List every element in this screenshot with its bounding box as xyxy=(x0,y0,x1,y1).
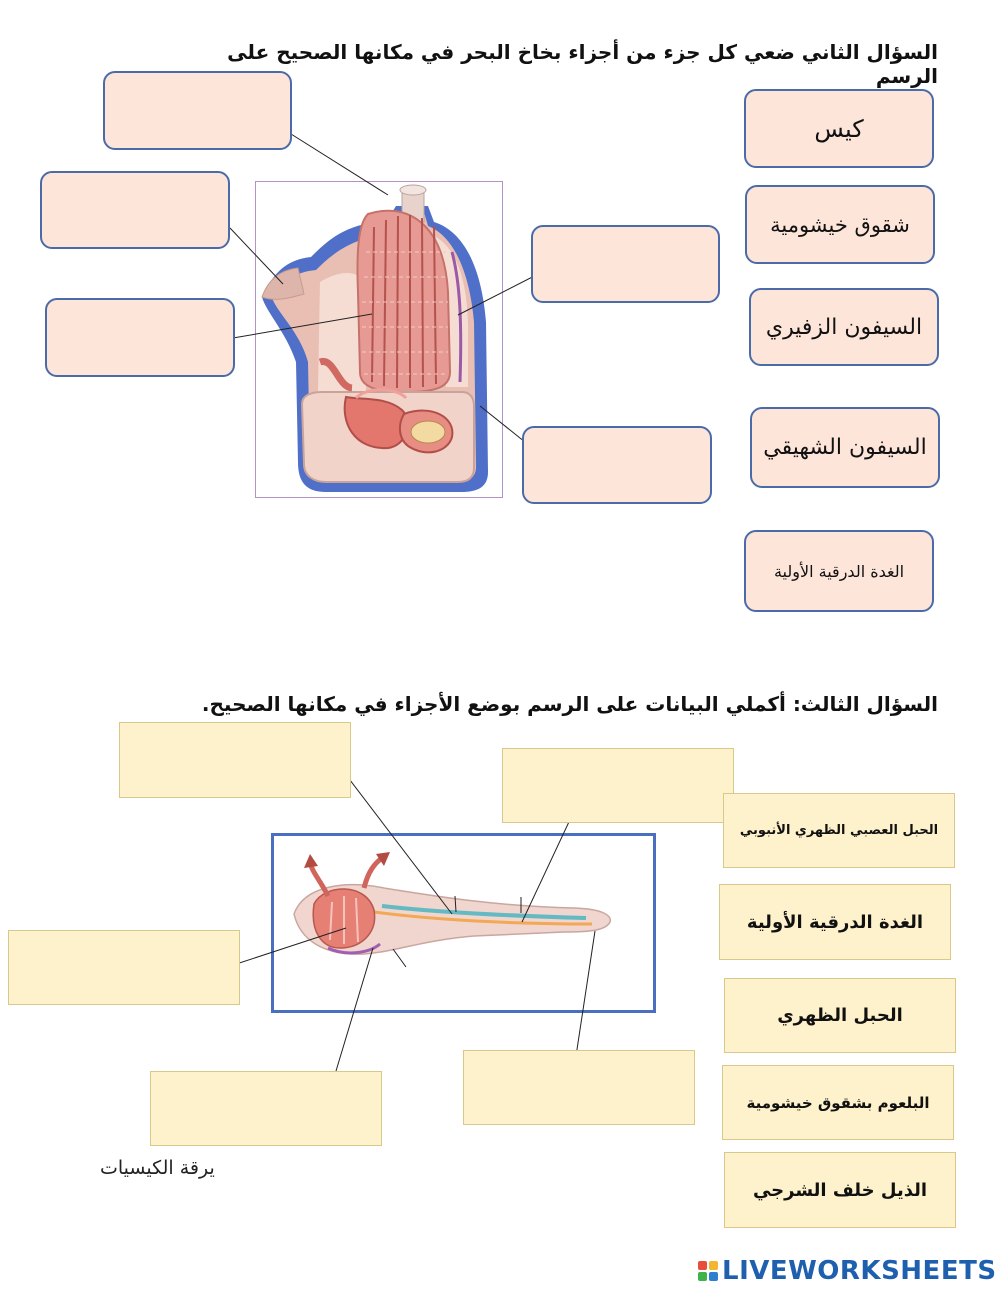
q3-drop-box-1[interactable] xyxy=(119,722,351,798)
q2-drop-box-2[interactable] xyxy=(40,171,230,249)
q3-word-post-anal-tail[interactable]: الذيل خلف الشرجي xyxy=(724,1152,956,1228)
q2-word-gill-slits[interactable]: شقوق خيشومية xyxy=(745,185,935,264)
q2-drop-box-1[interactable] xyxy=(103,71,292,150)
q2-word-incurrent-siphon[interactable]: السيفون الشهيقي xyxy=(750,407,940,488)
q3-drop-box-4[interactable] xyxy=(150,1071,382,1146)
q3-word-dorsal-nerve-cord[interactable]: الحبل العصبي الظهري الأنبوبي xyxy=(723,793,955,868)
question-2-title: السؤال الثاني ضعي كل جزء من أجزاء بخاخ ا… xyxy=(227,40,938,88)
liveworksheets-logo: LIVEWORKSHEETS xyxy=(698,1256,997,1286)
q2-word-sac[interactable]: كيس xyxy=(744,89,934,168)
q3-drop-box-5[interactable] xyxy=(463,1050,695,1125)
q3-word-endostyle[interactable]: الغدة الدرقية الأولية xyxy=(719,884,951,960)
q3-drop-box-2[interactable] xyxy=(502,748,734,823)
q2-word-excurrent-siphon[interactable]: السيفون الزفيري xyxy=(749,288,939,366)
q3-word-pharynx-gill-slits[interactable]: البلعوم بشقوق خيشومية xyxy=(722,1065,954,1140)
question-3-title: السؤال الثالث: أكملي البيانات على الرسم … xyxy=(201,692,938,716)
tunicate-larva-diagram xyxy=(271,833,656,1013)
larva-caption: يرقة الكيسيات xyxy=(100,1157,215,1179)
brand-name: LIVEWORKSHEETS xyxy=(722,1256,997,1286)
sea-squirt-diagram xyxy=(255,181,503,498)
liveworksheets-mark-icon xyxy=(698,1261,718,1281)
larva-illustration xyxy=(293,852,612,955)
q2-drop-box-3[interactable] xyxy=(45,298,235,377)
q2-word-endostyle[interactable]: الغدة الدرقية الأولية xyxy=(744,530,934,612)
q2-drop-box-5[interactable] xyxy=(522,426,712,504)
sea-squirt-illustration xyxy=(261,184,488,492)
q3-drop-box-3[interactable] xyxy=(8,930,240,1005)
q2-drop-box-4[interactable] xyxy=(531,225,720,303)
q3-word-notochord[interactable]: الحبل الظهري xyxy=(724,978,956,1053)
